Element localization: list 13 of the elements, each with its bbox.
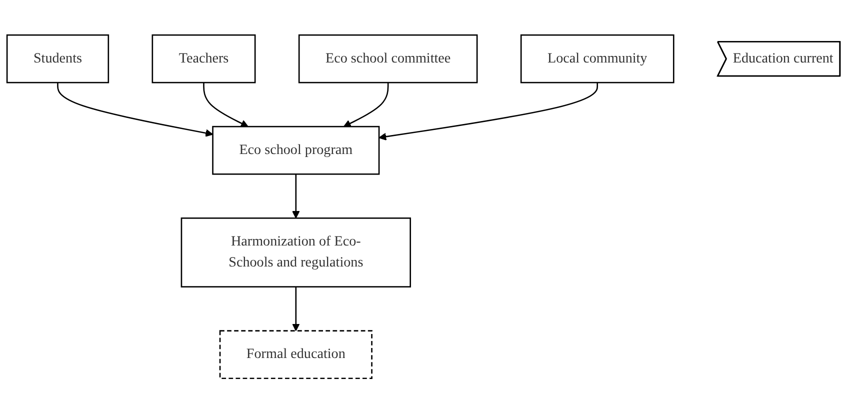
node-box: Eco school program xyxy=(212,126,380,175)
node-box: Teachers xyxy=(152,34,256,84)
arrow xyxy=(343,82,389,127)
node-box: Eco school committee xyxy=(298,34,478,84)
arrow xyxy=(292,174,300,218)
node-box: Formal education xyxy=(219,330,372,379)
arrow xyxy=(203,82,248,127)
arrow xyxy=(292,286,300,331)
node-box: Students xyxy=(6,34,110,84)
node-box: Harmonization of Eco-Schools and regulations xyxy=(180,217,411,288)
arrow xyxy=(378,82,598,140)
node-box: Local community xyxy=(520,34,674,84)
arrow xyxy=(57,82,214,137)
